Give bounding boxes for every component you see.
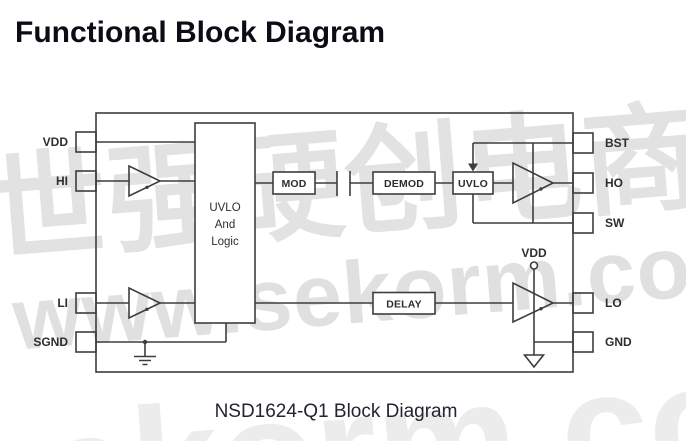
li-input-buffer	[96, 286, 195, 320]
pin-gnd: GND	[572, 331, 632, 353]
arrow-down-icon	[468, 163, 478, 172]
hi-input-buffer	[96, 164, 195, 198]
pin-bst-pad	[572, 132, 594, 154]
pin-lo: LO	[572, 292, 622, 314]
pin-hi-label: HI	[56, 174, 68, 188]
uvlo-logic-line2: And	[215, 219, 235, 231]
pin-hi-pad	[75, 170, 97, 192]
pin-lo-pad	[572, 292, 594, 314]
pin-sw: SW	[572, 212, 625, 234]
uvlo-logic-line1: UVLO	[209, 202, 240, 214]
pin-li: LI	[57, 292, 97, 314]
li-buffer-triangle	[128, 286, 162, 320]
pin-bst: BST	[572, 132, 630, 154]
ground-symbol	[134, 355, 156, 366]
pin-lo-label: LO	[605, 296, 622, 310]
low-side-chain: DELAY	[255, 281, 573, 324]
isolation-capacitor-icon	[336, 171, 351, 196]
pin-vdd-pad	[75, 131, 97, 153]
sgnd-net	[96, 323, 227, 366]
pin-sgnd: SGND	[33, 331, 97, 353]
pin-ho-label: HO	[605, 176, 623, 190]
uvlo-hs-block: UVLO	[452, 171, 494, 195]
gnd-arrow-icon	[522, 354, 546, 369]
pin-vdd-label: VDD	[43, 135, 69, 149]
pin-sgnd-pad	[75, 331, 97, 353]
uvlo-hs-label: UVLO	[458, 178, 488, 190]
vdd-terminal-icon	[529, 261, 539, 270]
uvlo-logic-block: UVLO And Logic	[194, 122, 256, 324]
demod-block: DEMOD	[372, 171, 436, 195]
vdd-supply-label: VDD	[521, 246, 547, 260]
pin-ho: HO	[572, 172, 623, 194]
pin-gnd-pad	[572, 331, 594, 353]
pin-ho-pad	[572, 172, 594, 194]
uvlo-logic-line3: Logic	[211, 236, 239, 248]
pin-sw-pad	[572, 212, 594, 234]
lo-driver-triangle	[512, 281, 555, 324]
chip-outline	[95, 112, 574, 373]
pin-sw-label: SW	[605, 216, 625, 230]
pin-vdd: VDD	[43, 131, 97, 153]
demod-label: DEMOD	[384, 178, 424, 190]
pin-li-label: LI	[57, 296, 68, 310]
mod-block: MOD	[272, 171, 316, 195]
pin-gnd-label: GND	[605, 335, 632, 349]
high-side-chain: MOD DEMOD UVLO	[255, 161, 573, 205]
hi-buffer-triangle	[128, 164, 162, 198]
page-title: Functional Block Diagram	[15, 16, 386, 49]
mod-label: MOD	[281, 178, 306, 190]
delay-block: DELAY	[372, 291, 436, 315]
pin-li-pad	[75, 292, 97, 314]
pin-bst-label: BST	[605, 136, 630, 150]
delay-label: DELAY	[386, 299, 422, 311]
figure-caption: NSD1624-Q1 Block Diagram	[214, 401, 458, 422]
pin-hi: HI	[56, 170, 97, 192]
lowside-supply-net: VDD	[521, 246, 573, 369]
pin-sgnd-label: SGND	[33, 335, 68, 349]
bst-sw-rails	[468, 142, 573, 224]
